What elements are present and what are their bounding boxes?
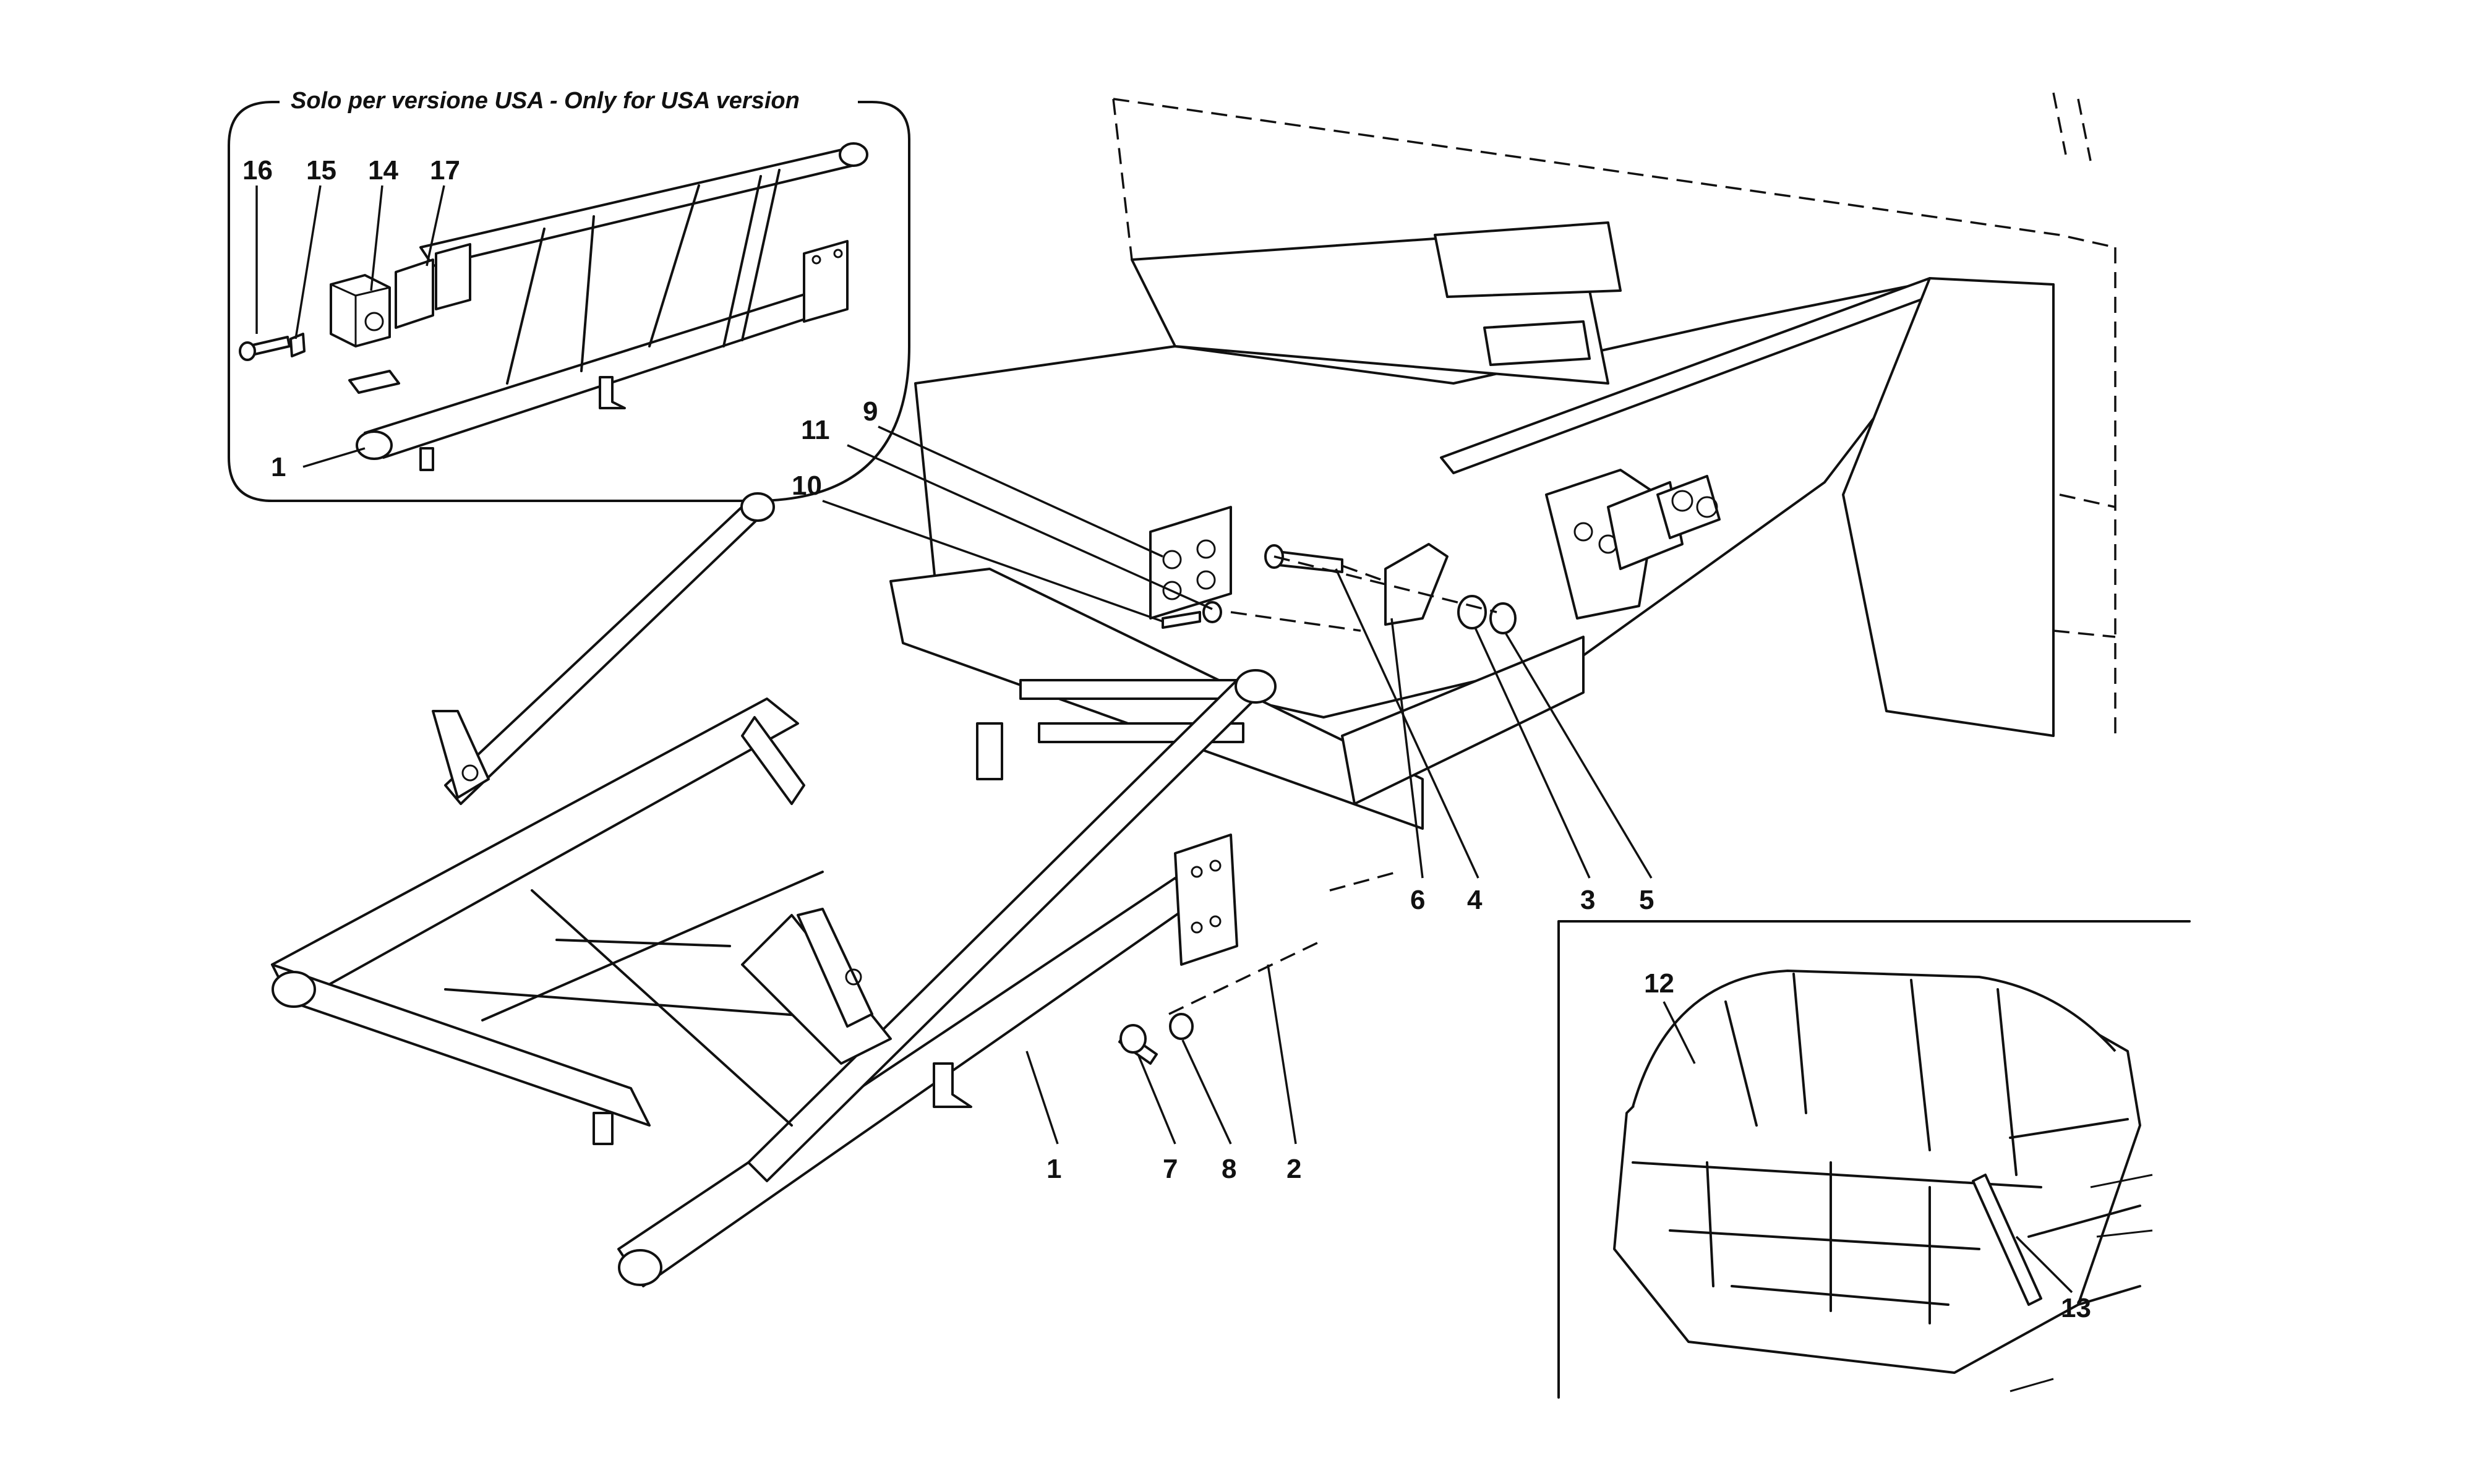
chassis-roll-cage-inset xyxy=(1557,920,2191,1399)
callout-8: 8 xyxy=(1222,1154,1236,1184)
usa-version-caption: Solo per versione USA - Only for USA ver… xyxy=(291,88,800,114)
callout-13: 13 xyxy=(2061,1293,2091,1323)
callout-12: 12 xyxy=(1644,968,1674,999)
usa-rear-subframe-drawing xyxy=(239,142,868,471)
leader-7 xyxy=(1137,1054,1176,1145)
leader-9 xyxy=(878,425,1163,558)
rear-subframe xyxy=(271,492,1277,1287)
callout-7: 7 xyxy=(1163,1154,1178,1184)
callout-17: 17 xyxy=(430,155,460,186)
callout-4: 4 xyxy=(1467,885,1483,915)
leader-3 xyxy=(1474,627,1591,879)
callout-14: 14 xyxy=(368,155,398,186)
main-leaders xyxy=(822,425,1653,1145)
caption-backing xyxy=(280,87,858,117)
chassis-rear-structure xyxy=(889,92,2117,1015)
callout-11: 11 xyxy=(801,415,830,445)
callout-6: 6 xyxy=(1410,885,1425,915)
callout-16: 16 xyxy=(242,155,273,186)
callout-3: 3 xyxy=(1580,885,1595,915)
leader-8 xyxy=(1181,1039,1232,1145)
leader-11 xyxy=(847,444,1213,610)
leader-1-main xyxy=(1025,1051,1059,1145)
leader-4 xyxy=(1335,568,1479,879)
leader-2 xyxy=(1267,964,1297,1145)
usa-version-inset: Solo per versione USA - Only for USA ver… xyxy=(228,87,910,502)
leader-5 xyxy=(1505,633,1653,879)
leader-12 xyxy=(1663,1001,1696,1064)
callout-15: 15 xyxy=(306,155,336,186)
leader-15 xyxy=(294,185,322,339)
callout-1-main: 1 xyxy=(1047,1154,1061,1184)
leader-14 xyxy=(370,185,383,291)
callout-2: 2 xyxy=(1286,1154,1301,1184)
leader-1-usa xyxy=(302,447,366,468)
cage-inset-border xyxy=(1557,920,2191,1399)
leader-13 xyxy=(2015,1235,2073,1294)
callout-5: 5 xyxy=(1639,885,1654,915)
callout-10: 10 xyxy=(792,471,822,501)
callout-9: 9 xyxy=(863,396,878,427)
leader-6 xyxy=(1390,618,1424,879)
callout-1-usa: 1 xyxy=(271,452,286,482)
leader-10 xyxy=(822,500,1163,623)
leader-17 xyxy=(426,185,445,267)
